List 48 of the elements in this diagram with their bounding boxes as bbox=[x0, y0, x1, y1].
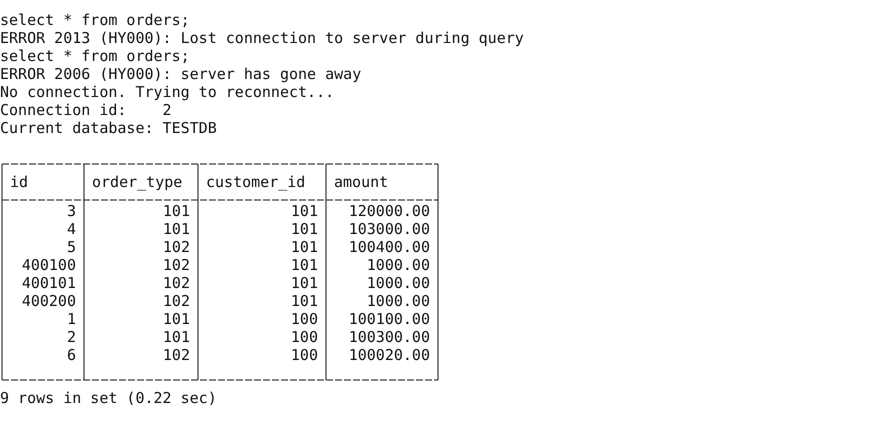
table-value: 100400.00 bbox=[348, 238, 430, 256]
table-value: 101 bbox=[290, 256, 318, 274]
command-line: select * from orders; bbox=[0, 11, 190, 29]
table-value: 102 bbox=[162, 238, 190, 256]
table-value: 101 bbox=[290, 220, 318, 238]
table-value: 101 bbox=[162, 310, 190, 328]
column-header: amount bbox=[334, 173, 390, 191]
table-value: 101 bbox=[290, 238, 318, 256]
column-header: id bbox=[10, 173, 30, 191]
table-value: 101 bbox=[162, 220, 190, 238]
column-header: order_type bbox=[92, 173, 184, 191]
column-header: customer_id bbox=[206, 173, 306, 191]
status-text: 9 rows in set (0.22 sec) bbox=[0, 389, 217, 407]
table-value: 100300.00 bbox=[348, 328, 430, 346]
table-value: 101 bbox=[290, 292, 318, 310]
status-text: Connection id: 2 bbox=[0, 101, 172, 119]
table-value: 102 bbox=[162, 346, 190, 364]
table-value: 1000.00 bbox=[366, 274, 430, 292]
table-value: 100 bbox=[290, 310, 318, 328]
table-value: 120000.00 bbox=[348, 202, 430, 220]
table-value: 400101 bbox=[20, 274, 76, 292]
table-value: 100020.00 bbox=[348, 346, 430, 364]
table-value: 101 bbox=[290, 202, 318, 220]
table-value: 101 bbox=[162, 202, 190, 220]
error-message: ERROR 2013 (HY000): Lost connection to server during query bbox=[0, 29, 524, 47]
status-text: Current database: TESTDB bbox=[0, 119, 217, 137]
table-value: 400200 bbox=[20, 292, 76, 310]
error-message: ERROR 2006 (HY000): server has gone away bbox=[0, 65, 362, 83]
table-value: 2 bbox=[66, 328, 76, 346]
table-value: 102 bbox=[162, 256, 190, 274]
table-value: 100 bbox=[290, 346, 318, 364]
table-value: 100100.00 bbox=[348, 310, 430, 328]
table-value: 1 bbox=[66, 310, 76, 328]
table-value: 103000.00 bbox=[348, 220, 430, 238]
table-value: 101 bbox=[290, 274, 318, 292]
table-value: 102 bbox=[162, 274, 190, 292]
table-value: 1000.00 bbox=[366, 256, 430, 274]
status-text: No connection. Trying to reconnect... bbox=[0, 83, 334, 101]
table-value: 400100 bbox=[20, 256, 76, 274]
command-line: select * from orders; bbox=[0, 47, 190, 65]
table-value: 101 bbox=[162, 328, 190, 346]
table-value: 100 bbox=[290, 328, 318, 346]
table-value: 102 bbox=[162, 292, 190, 310]
table-value: 1000.00 bbox=[366, 292, 430, 310]
table-value: 3 bbox=[66, 202, 76, 220]
table-value: 4 bbox=[66, 220, 76, 238]
table-value: 6 bbox=[66, 346, 76, 364]
table-value: 5 bbox=[66, 238, 76, 256]
